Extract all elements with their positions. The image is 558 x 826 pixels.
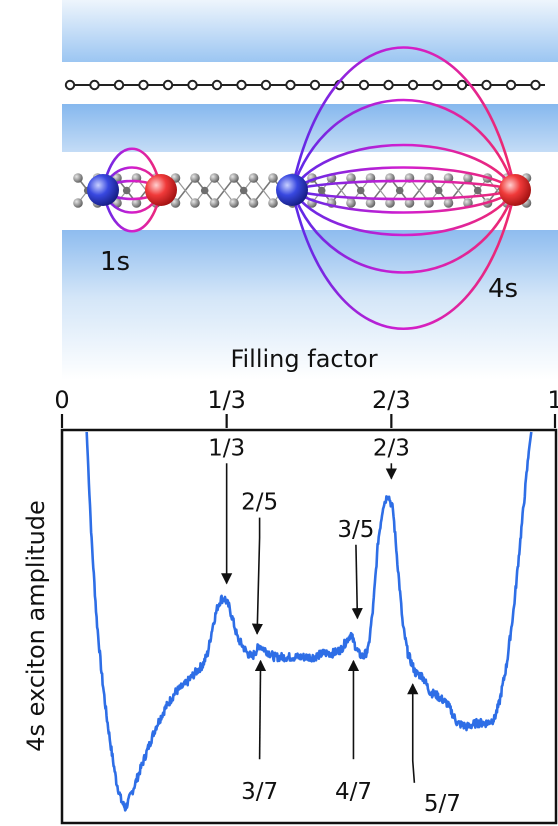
top-hbn-layer [62,0,558,62]
chalcogen-atom [209,198,220,208]
chalcogen-atom [73,198,83,208]
graphene-atom [162,79,174,91]
graphene-atom [211,79,223,91]
electron-4s [499,174,531,206]
annotation-label: 4/7 [335,779,372,805]
electron-1s [145,174,177,206]
chalcogen-atom [190,198,200,208]
graphene-atom [505,79,517,91]
field-line [291,166,516,192]
metal-atom [200,186,209,195]
series-line [85,431,533,812]
chalcogen-atom [346,198,356,208]
annotation-label: 5/7 [424,791,461,817]
graphene-atom [530,79,541,91]
x-tick-label: 0 [54,386,69,414]
metal-atom [473,186,482,195]
annotation-label: 1/3 [208,435,245,461]
field-line [101,189,163,233]
x-tick-label: 2/3 [372,386,411,414]
chalcogen-atom [443,173,454,183]
graphene-atom [260,79,272,91]
series-layer [85,431,533,812]
annotation-arrow [407,683,419,783]
metal-atom [434,186,443,195]
chalcogen-atom [73,173,83,183]
chalcogen-atom [190,173,200,183]
metal-atom [122,186,131,195]
graphene-atom [309,79,321,91]
field-lines-4s [290,46,517,330]
chalcogen-atom [463,173,473,183]
annotation-label: 3/5 [337,517,374,543]
graphene-atom [236,79,247,91]
graphene-atom [456,79,468,91]
graphene-atom [285,79,296,91]
heterostructure-schematic: 1s 4s [62,0,558,380]
field-line [291,188,516,201]
field-line [290,189,517,274]
metal-atom [395,186,404,195]
graphene-atom [481,79,492,91]
metal-atom [239,186,248,195]
graphene-atom [407,79,419,91]
chalcogen-atom [229,198,239,208]
metal-atom [317,186,326,195]
field-line [101,147,163,191]
bottom-hbn-layer [62,230,558,380]
field-line [290,189,517,237]
chalcogen-atom [229,173,239,183]
graphene-atom [89,79,100,91]
graphene-atom [358,79,370,91]
chalcogen-atom [365,198,376,208]
chalcogen-atom [346,173,356,183]
chalcogen-atom [404,198,415,208]
chalcogen-atom [268,173,278,183]
annotation-label: 2/5 [241,490,278,516]
graphene-atom [138,79,149,91]
chalcogen-atom [268,198,278,208]
field-line [291,188,516,214]
annotation-arrow [254,659,267,760]
chalcogen-atom [209,173,220,183]
field-line [290,98,517,191]
label-4s: 4s [488,274,518,304]
annotation-label: 3/7 [241,779,278,805]
chalcogen-atom [385,198,395,208]
chalcogen-atom [170,198,181,208]
field-line [290,46,517,191]
graphene-atom [432,79,443,91]
plot-frame [60,428,558,825]
chalcogen-atom [424,198,434,208]
graphene-atom [113,79,125,91]
graphene-atom [64,79,76,91]
annotation-arrow [351,544,363,620]
chalcogen-atom [131,198,142,208]
annotation-label: 2/3 [373,435,410,461]
chalcogen-atom [248,198,259,208]
y-axis-title: 4s exciton amplitude [22,500,50,752]
field-line [290,189,517,330]
graphene-atom [383,79,394,91]
hole-1s [87,174,119,206]
x-tick-label: 1 [547,386,558,414]
hole-4s [276,174,308,206]
graphene-atom [187,79,198,91]
metal-atom [356,186,365,195]
field-line [290,143,517,191]
x-tick-label: 1/3 [207,386,246,414]
chalcogen-atom [248,173,259,183]
chalcogen-atom [443,198,454,208]
field-line [291,179,516,192]
x-axis-ticks: 0 1/3 2/3 1 [54,386,558,428]
label-1s: 1s [100,247,130,277]
annotation-layer: 1/3 2/5 3/5 2/3 3/7 4/7 5/7 [208,435,461,817]
annotation-arrow [251,517,263,635]
